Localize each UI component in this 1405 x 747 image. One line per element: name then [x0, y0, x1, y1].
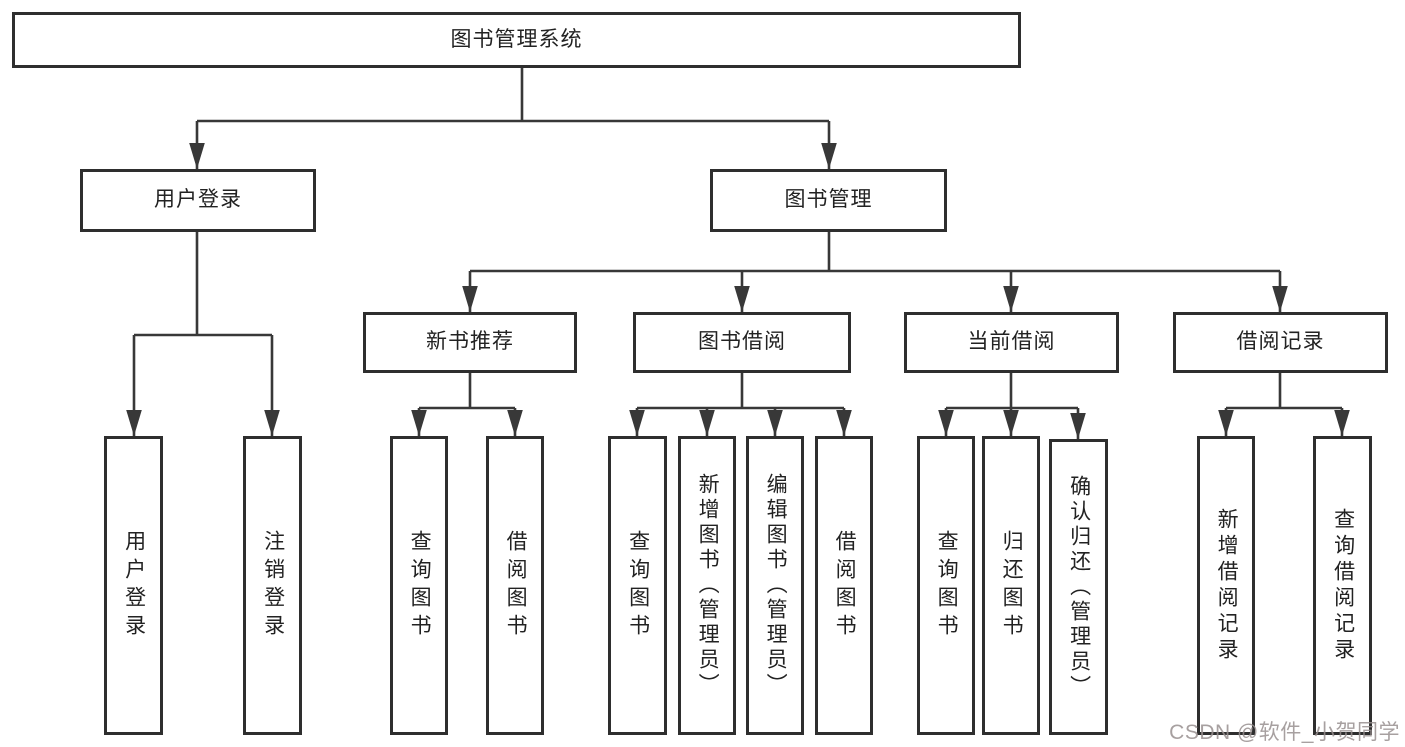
leaf-return-books: 归还图书	[982, 436, 1040, 735]
leaf-borrow-books-2: 借阅图书	[815, 436, 873, 735]
leaf-confirm-return-admin: 确认归还（管理员）	[1049, 439, 1108, 735]
node-borrowing-records: 借阅记录	[1173, 312, 1388, 373]
leaf-query-books-3: 查询图书	[917, 436, 975, 735]
leaf-query-borrow-record: 查询借阅记录	[1313, 436, 1372, 735]
leaf-add-books-admin: 新增图书（管理员）	[678, 436, 736, 735]
node-root-library-system: 图书管理系统	[12, 12, 1021, 68]
leaf-logout: 注销登录	[243, 436, 302, 735]
leaf-add-borrow-record: 新增借阅记录	[1197, 436, 1255, 735]
leaf-edit-books-admin: 编辑图书（管理员）	[746, 436, 804, 735]
leaf-borrow-books-1: 借阅图书	[486, 436, 544, 735]
leaf-query-books-1: 查询图书	[390, 436, 448, 735]
leaf-user-login: 用户登录	[104, 436, 163, 735]
node-user-login: 用户登录	[80, 169, 316, 232]
watermark: CSDN @软件_小贺同学	[1169, 721, 1400, 744]
node-current-borrowing: 当前借阅	[904, 312, 1119, 373]
node-book-borrowing: 图书借阅	[633, 312, 851, 373]
node-new-book-recommend: 新书推荐	[363, 312, 577, 373]
node-book-management: 图书管理	[710, 169, 947, 232]
leaf-query-books-2: 查询图书	[608, 436, 667, 735]
